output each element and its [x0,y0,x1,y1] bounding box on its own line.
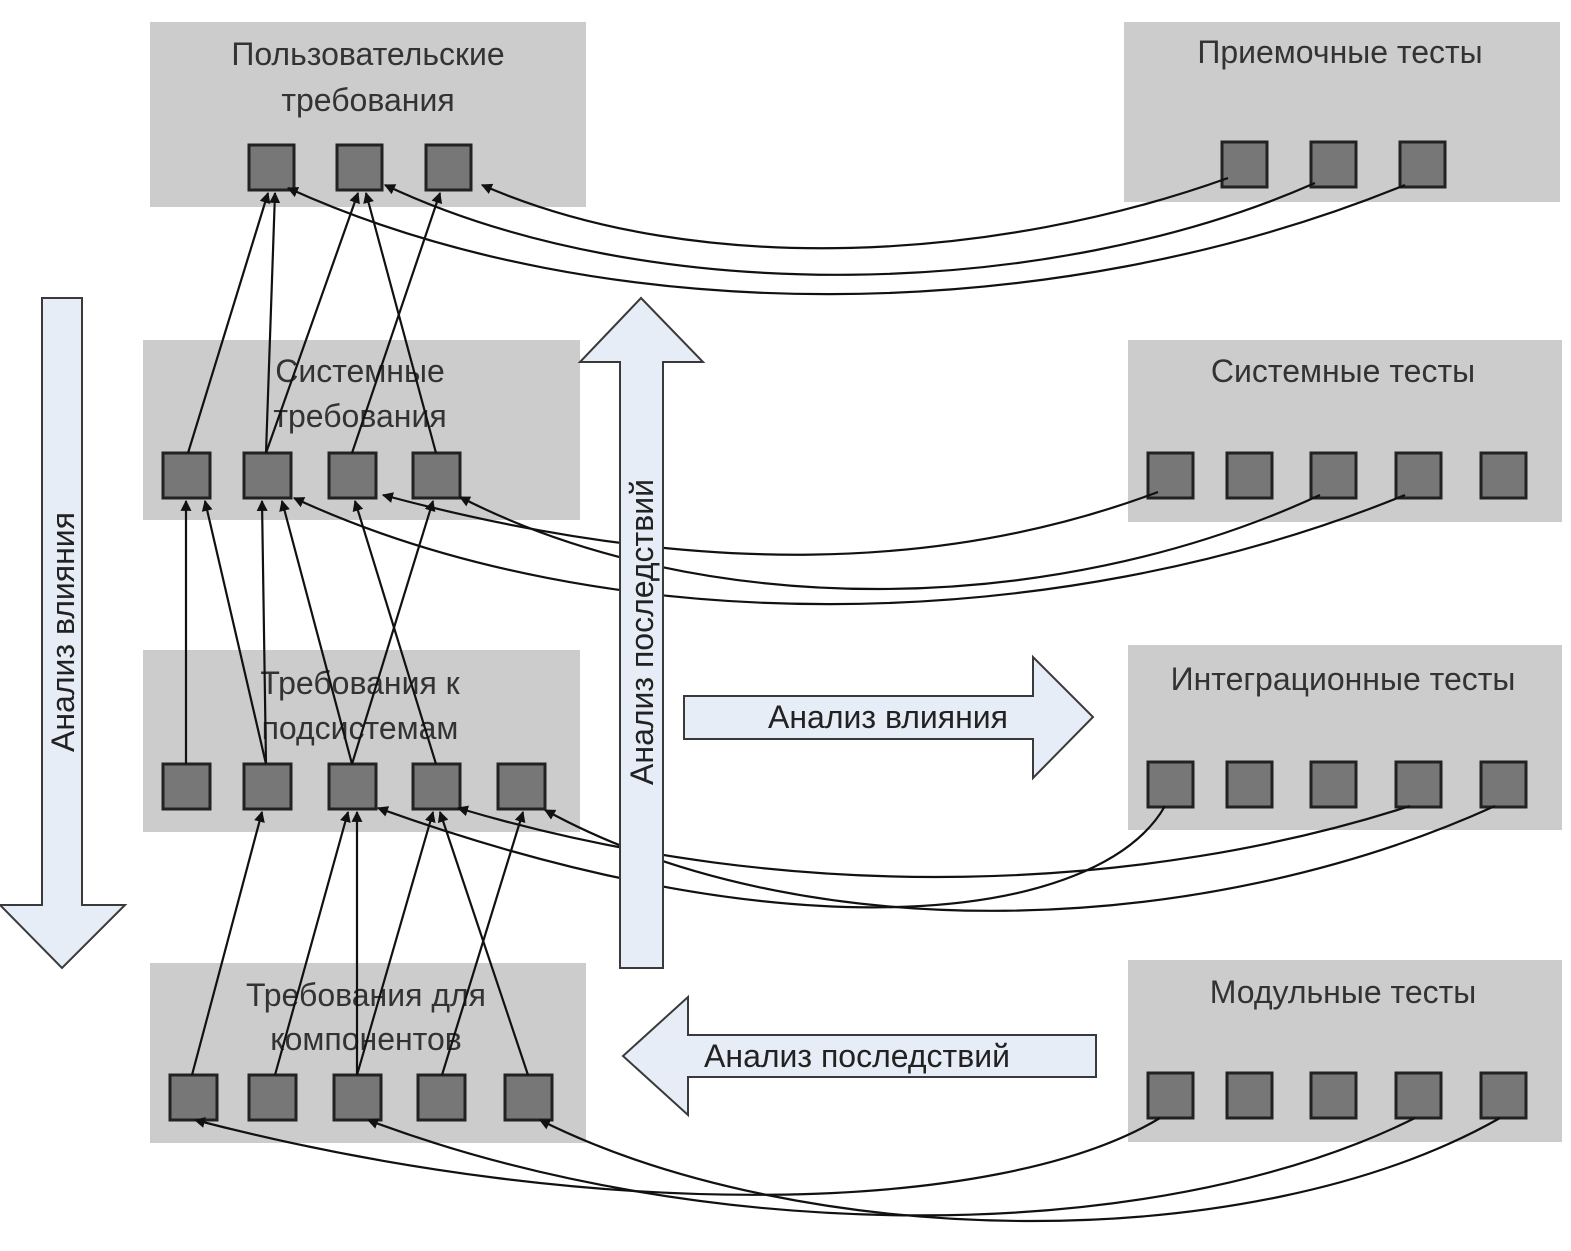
group-label-line: Интеграционные тесты [1171,661,1516,697]
requirement-node [168,1073,219,1122]
requirement-node [242,451,293,500]
trace-link [279,499,354,765]
requirement-node [247,143,296,192]
requirement-node [327,762,378,811]
trace-link [264,191,281,454]
nodes-unit-tests [1146,1071,1528,1120]
group-label-line: Требования к [260,665,460,701]
impact-analysis-vertical-arrow: Анализ влияния [0,297,128,970]
requirement-node [424,143,473,192]
test-node [1394,451,1443,500]
requirement-node [496,762,547,811]
group-label-line: Требования для [246,977,486,1013]
test-node [1146,760,1195,809]
test-trace-link [456,804,1411,879]
test-node [1479,451,1528,500]
test-node [1394,760,1443,809]
nodes-system-requirements [161,451,462,500]
trace-link [352,499,438,765]
group-label-line: Модульные тесты [1210,974,1477,1010]
arrow-label: Анализ влияния [45,512,81,752]
requirement-node [242,762,293,811]
requirement-node [247,1073,298,1122]
requirement-node [416,1073,467,1122]
trace-link [264,191,360,454]
test-node [1146,451,1195,500]
test-trace-link [480,176,1229,250]
trace-link [437,810,530,1076]
requirement-node [332,1073,383,1122]
impact-analysis-horizontal-arrow: Анализ влияния [683,654,1095,781]
test-node [1309,1071,1358,1120]
test-node [1225,760,1274,809]
requirement-node [503,1073,554,1122]
trace-link [186,191,271,454]
trace-link [256,499,268,765]
group-label-line: Пользовательские [231,36,504,72]
test-trace-link [286,183,1406,296]
test-node [1225,1071,1274,1120]
test-node [1479,760,1528,809]
trace-link [273,810,351,1076]
nodes-integration-tests [1146,760,1528,809]
arrow-label: Анализ последствий [704,1038,1010,1074]
nodes-subsystem-requirements [161,762,547,811]
test-trace-link [539,1117,1501,1223]
test-trace-link [544,804,1496,912]
trace-link [363,191,438,454]
requirement-node [161,451,212,500]
test-node [1398,140,1447,189]
arrow-label: Анализ последствий [624,479,660,785]
trace-link [350,191,443,454]
test-node [1479,1071,1528,1120]
test-node [1309,140,1358,189]
test-trace-links [193,176,1501,1223]
test-node [1220,140,1269,189]
test-node [1394,1071,1443,1120]
arrow-label: Анализ влияния [768,699,1008,735]
trace-link [190,810,265,1076]
trace-link [201,499,268,765]
consequence-analysis-horizontal-arrow: Анализ последствий [621,994,1097,1118]
test-node [1225,451,1274,500]
nodes-system-tests [1146,451,1528,500]
group-label-line: Системные тесты [1211,353,1475,389]
test-trace-link [381,490,1159,556]
test-node [1146,1071,1195,1120]
requirement-node [327,451,378,500]
test-node [1309,451,1358,500]
requirement-node [335,143,384,192]
nodes-component-requirements [168,1073,554,1122]
nodes-user-requirements [247,143,473,192]
trace-link [350,499,436,765]
trace-link [355,810,436,1076]
nodes-acceptance-tests [1220,140,1447,189]
trace-link [440,810,526,1076]
group-acceptance-tests: Приемочные тесты [1124,22,1560,202]
group-label-line: требования [281,82,454,118]
group-label-line: компонентов [270,1021,462,1057]
group-label-line: Приемочные тесты [1197,34,1482,70]
test-trace-link [293,493,1406,606]
trace-links [180,191,530,1076]
requirement-node [161,762,212,811]
test-node [1309,760,1358,809]
consequence-analysis-vertical-arrow: Анализ последствий [577,296,706,969]
requirement-node [411,762,462,811]
test-trace-link [384,181,1316,276]
test-trace-link [459,494,1321,591]
requirement-node [411,451,462,500]
group-label-line: Системные [275,353,445,389]
